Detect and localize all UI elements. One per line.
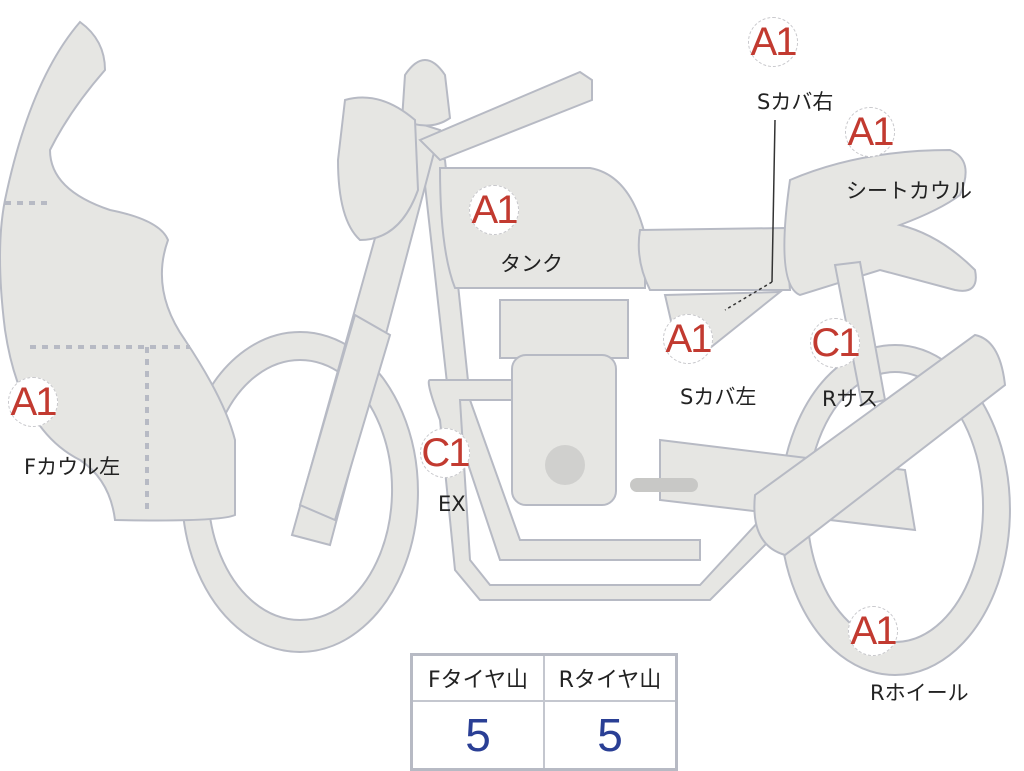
headlight <box>336 96 420 242</box>
front-cowl <box>0 20 236 522</box>
engine-cover <box>545 445 585 485</box>
grade-badge: A1 <box>748 17 798 67</box>
panel-seam-lines <box>5 201 190 515</box>
part-label: Fカウル左 <box>24 455 121 479</box>
seat-cowl <box>783 148 977 297</box>
part-label: Sカバ左 <box>680 385 757 409</box>
muffler <box>753 333 1007 557</box>
rear-wheel <box>778 344 1011 676</box>
engine <box>511 354 617 506</box>
grade-badge: A1 <box>469 185 519 235</box>
grade-badge: A1 <box>848 606 898 656</box>
part-label: Rサス <box>822 387 879 411</box>
leader-line <box>771 119 776 283</box>
engine-top <box>499 299 629 359</box>
front-tire-header: Fタイヤ山 <box>410 653 545 702</box>
exhaust-pipe <box>427 379 772 601</box>
grade-badge: C1 <box>810 318 861 368</box>
handlebar <box>418 70 593 162</box>
rear-tire-header: Rタイヤ山 <box>543 653 678 702</box>
grade-badge: A1 <box>8 377 58 427</box>
front-tire-value: 5 <box>410 700 545 771</box>
grade-badge: A1 <box>663 314 713 364</box>
grade-badge: A1 <box>845 107 895 157</box>
part-label: Sカバ右 <box>757 90 834 114</box>
tire-tread-table: Fタイヤ山 Rタイヤ山 5 5 <box>410 653 678 771</box>
seat <box>637 226 792 291</box>
part-label: シートカウル <box>846 179 972 203</box>
footpeg <box>630 478 698 492</box>
rear-tire-value: 5 <box>543 700 678 771</box>
part-label: Rホイール <box>870 681 969 705</box>
grade-badge: C1 <box>420 428 471 478</box>
part-label: EX <box>438 492 466 516</box>
part-label: タンク <box>500 252 563 276</box>
fork-cover <box>298 313 392 522</box>
